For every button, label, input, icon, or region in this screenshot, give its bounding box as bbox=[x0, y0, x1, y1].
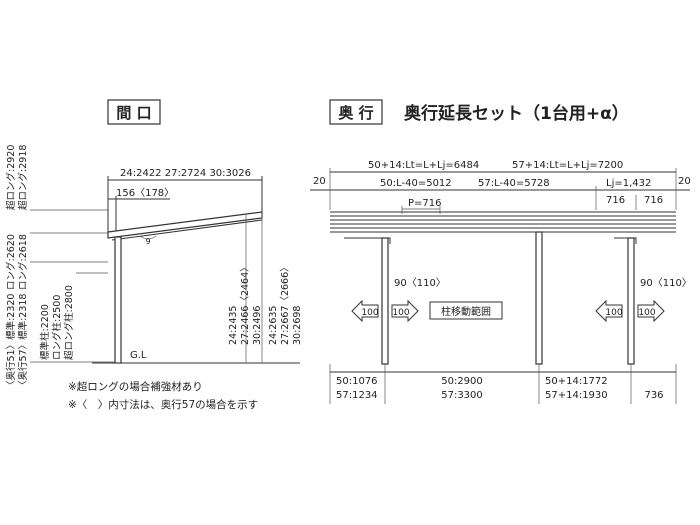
depth-header: 奥 行 bbox=[338, 104, 373, 122]
arrow-right-in: 100 bbox=[595, 299, 623, 323]
b1b: 57:1234 bbox=[336, 390, 378, 401]
frontage-header: 間 口 bbox=[116, 104, 151, 122]
svg-text:100: 100 bbox=[638, 308, 655, 318]
edge-left: 20 bbox=[313, 176, 326, 187]
rv-b1: ロング:2620 bbox=[5, 234, 17, 290]
b3b: 57+14:1930 bbox=[545, 390, 608, 401]
rv-a2: 超ロング:2918 bbox=[17, 145, 29, 210]
b2a: 50:2900 bbox=[441, 376, 483, 387]
note-2: ※〈 〉内寸法は、奥行57の場合を示す bbox=[68, 398, 258, 411]
post-dim-right: 90〈110〉 bbox=[640, 277, 692, 289]
rv-f3: 30:2698 bbox=[292, 306, 303, 345]
rv-d3: 超ロング柱:2800 bbox=[63, 285, 75, 360]
rv-e3: 30:2496 bbox=[252, 306, 263, 345]
right-post-2 bbox=[535, 231, 543, 365]
frontage-header-box bbox=[107, 99, 161, 125]
span-2: 716 bbox=[644, 195, 663, 206]
offset-dim: 156〈178〉 bbox=[116, 187, 174, 199]
roof-slats bbox=[330, 211, 676, 233]
gl-label: G.L bbox=[130, 350, 147, 361]
b2b: 57:3300 bbox=[441, 390, 483, 401]
right-post-1 bbox=[381, 237, 389, 365]
dim-mid-2: 57:L-40=5728 bbox=[478, 178, 550, 189]
svg-text:100: 100 bbox=[361, 308, 378, 318]
note-1: ※超ロングの場合補強材あり bbox=[68, 380, 203, 393]
span-1: 716 bbox=[606, 195, 625, 206]
range-box bbox=[429, 301, 503, 320]
rv-b2: ロング:2618 bbox=[17, 234, 29, 290]
b4: 736 bbox=[644, 390, 663, 401]
depth-header-box bbox=[329, 99, 383, 125]
depth-title: 奥行延長セット（1台用+α） bbox=[404, 103, 629, 124]
arrow-left-in: 100 bbox=[391, 299, 419, 323]
rv-f2: 27:2667〈2666〉 bbox=[280, 262, 291, 345]
rv-d1: 標準柱:2200 bbox=[39, 304, 51, 360]
post-dim-left: 90〈110〉 bbox=[394, 277, 446, 289]
arrow-left-out: 100 bbox=[351, 299, 379, 323]
dim-mid-1: 50:L-40=5012 bbox=[380, 178, 452, 189]
top-heights: 24:2422 27:2724 30:3026 bbox=[120, 168, 251, 179]
b3a: 50+14:1772 bbox=[545, 376, 608, 387]
svg-text:100: 100 bbox=[392, 308, 409, 318]
rv-e1: 24:2435 bbox=[228, 306, 239, 345]
rv-e2: 27:2466〈2464〉 bbox=[240, 262, 251, 345]
pitch-label: P=716 bbox=[408, 198, 442, 209]
roof-profile bbox=[107, 211, 263, 239]
svg-text:100: 100 bbox=[605, 308, 622, 318]
rv-a1: 超ロング:2920 bbox=[5, 145, 17, 210]
rv-d2: ロング柱:2500 bbox=[51, 295, 63, 360]
right-post-3 bbox=[627, 237, 635, 365]
rv-c1: 〈奥行51〉標準:2320 bbox=[5, 294, 17, 390]
edge-right: 20 bbox=[678, 176, 691, 187]
dim-top-2: 57+14:Lt=L+Lj=7200 bbox=[512, 160, 623, 171]
b1a: 50:1076 bbox=[336, 376, 378, 387]
arrow-right-out: 100 bbox=[637, 299, 665, 323]
rv-f1: 24:2635 bbox=[268, 306, 279, 345]
lj-label: Lj=1,432 bbox=[606, 178, 651, 189]
rv-c2: 〈奥行57〉標準:2318 bbox=[17, 294, 29, 390]
roof-sep-mark: 9 bbox=[145, 237, 150, 246]
left-post bbox=[114, 236, 122, 364]
range-label: 柱移動範囲 bbox=[441, 305, 491, 318]
dim-top-1: 50+14:Lt=L+Lj=6484 bbox=[368, 160, 479, 171]
